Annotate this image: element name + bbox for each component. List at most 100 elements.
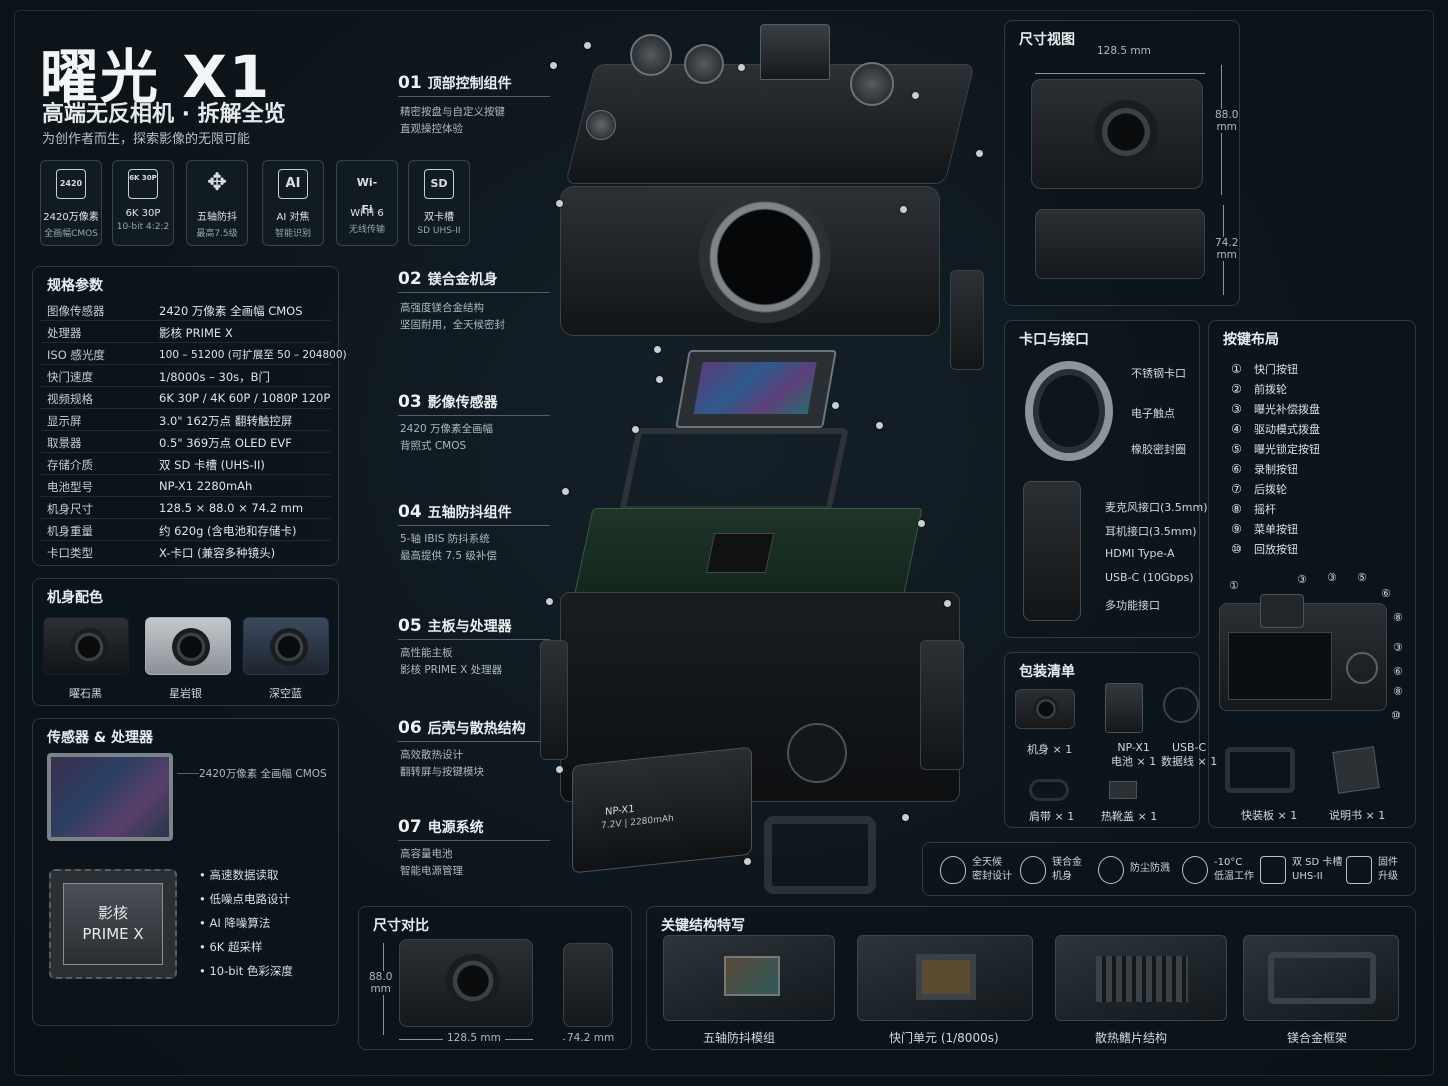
- compare-front-camera: [399, 939, 533, 1027]
- control-wheel-icon: [787, 723, 847, 783]
- colors-title: 机身配色: [47, 590, 103, 606]
- spec-row: 卡口类型 X-卡口 (兼容多种镜头): [41, 541, 331, 563]
- part-desc: 高性能主板影核 PRIME X 处理器: [400, 647, 503, 676]
- leader-line: [177, 773, 199, 774]
- lens-mount: [699, 191, 831, 323]
- spec-value: 影核 PRIME X: [159, 326, 233, 340]
- magnesium-body: [560, 186, 940, 336]
- video-chip-icon: 6K 30P: [128, 169, 158, 199]
- screw-icon: [944, 600, 951, 607]
- callout-number: ⑧: [1393, 685, 1403, 698]
- screw-icon: [900, 206, 907, 213]
- badge-strip: [922, 842, 1416, 896]
- feature-label: 6K 30P: [125, 208, 161, 219]
- screw-icon: [546, 598, 553, 605]
- callout-number: ③: [1297, 573, 1307, 586]
- dimension-line: [1035, 73, 1205, 74]
- spec-value: 约 620g (含电池和存储卡): [159, 524, 297, 538]
- screw-icon: [562, 488, 569, 495]
- screw-icon: [656, 376, 663, 383]
- spec-key: 机身重量: [47, 524, 93, 538]
- dial-icon: [630, 34, 672, 76]
- screw-icon: [550, 62, 557, 69]
- structure-thumb-shutter[interactable]: [857, 935, 1033, 1021]
- part-desc: 高强度镁合金结构坚固耐用，全天候密封: [400, 302, 505, 331]
- sensor-label: 2420万像素 全画幅 CMOS: [199, 768, 327, 780]
- part-desc: 高效散热设计翻转屏与按键模块: [400, 749, 484, 778]
- screw-icon: [832, 402, 839, 409]
- evf-eyecup: [1260, 594, 1304, 628]
- compare-depth: 74.2 mm: [565, 1032, 617, 1044]
- top-plate: [565, 64, 975, 184]
- bullet-item: • 10-bit 色彩深度: [199, 964, 293, 978]
- bullet-item: • 高速数据读取: [199, 868, 279, 882]
- spec-value: X-卡口 (兼容多种镜头): [159, 546, 276, 560]
- screw-icon: [632, 426, 639, 433]
- structure-thumb-heatsink[interactable]: [1055, 935, 1227, 1021]
- chip-text-line1: 影核: [97, 904, 128, 922]
- spec-value: 100 – 51200 (可扩展至 50 – 204800): [159, 349, 347, 361]
- callout-number: ⑩: [1391, 709, 1401, 722]
- part-desc: 5-轴 IBIS 防抖系统最高提供 7.5 级补偿: [400, 533, 497, 562]
- feature-label: 双卡槽: [424, 212, 454, 223]
- color-swatch-black[interactable]: [43, 617, 129, 675]
- color-swatch-blue[interactable]: [243, 617, 329, 675]
- sd-card-icon: [1260, 856, 1286, 884]
- heatsink-fins-thumb: [1096, 956, 1188, 1002]
- feature-sub: 无线传输: [348, 225, 385, 235]
- spec-key: 取景器: [47, 436, 82, 450]
- structure-thumb-ibis[interactable]: [663, 935, 835, 1021]
- callout-number: ⑧: [1393, 611, 1403, 624]
- sensor-module: [675, 350, 837, 428]
- page-subtitle: 高端无反相机 · 拆解全览: [42, 102, 286, 127]
- color-swatch-silver[interactable]: [145, 617, 231, 675]
- spec-value: NP-X1 2280mAh: [159, 479, 253, 493]
- feature-label: 2420万像素: [43, 212, 99, 223]
- width-dimension: 128.5 mm: [1093, 45, 1155, 57]
- spec-value: 0.5" 369万点 OLED EVF: [159, 436, 292, 450]
- rear-lcd: [1228, 632, 1332, 700]
- package-item-label: 热靴盖 × 1: [1101, 810, 1158, 823]
- spec-value: 1/8000s – 30s，B门: [159, 370, 271, 384]
- dial-icon: [684, 44, 724, 84]
- callout-number: ⑥: [1381, 587, 1391, 600]
- rear-wheel-icon: [1346, 652, 1378, 684]
- sensor-image: [47, 753, 173, 841]
- ai-icon: AI: [278, 169, 308, 199]
- spec-value: 2420 万像素 全画幅 CMOS: [159, 304, 303, 318]
- manual-image: [1332, 746, 1380, 794]
- spec-key: ISO 感光度: [47, 348, 105, 362]
- package-item-label: 机身 × 1: [1027, 743, 1073, 756]
- color-name: 星岩银: [169, 687, 202, 700]
- sensor-panel-title: 传感器 & 处理器: [47, 730, 153, 746]
- ibis-sensor-thumb: [724, 956, 780, 996]
- feature-sensor: 2420 2420万像素 全画幅CMOS: [40, 160, 102, 246]
- structure-thumb-frame[interactable]: [1243, 935, 1399, 1021]
- package-hotshoe-cover-image: [1109, 781, 1137, 799]
- structure-caption: 散热鳍片结构: [1095, 1031, 1168, 1045]
- page-title: 曜光 X1: [40, 43, 272, 111]
- spec-key: 卡口类型: [47, 546, 93, 560]
- spec-key: 视频规格: [47, 392, 93, 406]
- package-item-label: 快装板 × 1: [1241, 809, 1298, 822]
- color-name: 深空蓝: [269, 687, 302, 700]
- badge-magnesium: 镁合金机身: [1020, 856, 1082, 884]
- battery-label: NP-X1: [605, 803, 635, 818]
- mount-ring: [1025, 361, 1113, 461]
- screw-icon: [654, 346, 661, 353]
- mount-ports-panel: 卡口与接口 不锈钢卡口 电子触点 橡胶密封圈 麦克风接口(3.5mm) 耳机接口…: [1004, 320, 1208, 638]
